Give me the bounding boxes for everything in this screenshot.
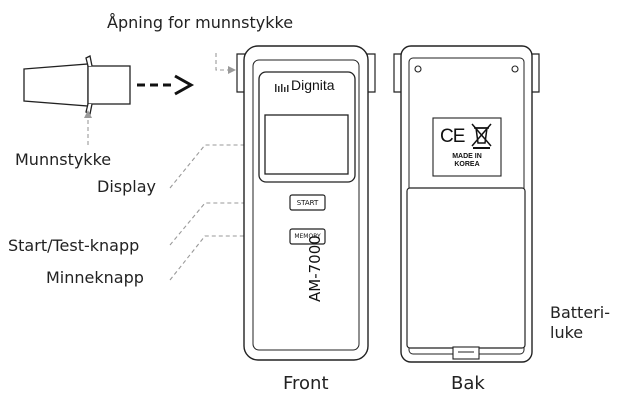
memory-button: MEMORY <box>294 233 321 240</box>
label-back: Bak <box>451 373 485 394</box>
ce-mark: CE <box>440 126 465 147</box>
brand-logo: Dignita <box>291 77 335 93</box>
weee-bin-icon <box>471 123 492 149</box>
label-front: Front <box>283 373 329 394</box>
label-battery-1: Batteri- <box>550 303 610 322</box>
back-device <box>393 45 540 363</box>
model-label: AM-7000 <box>306 235 324 302</box>
label-start-test: Start/Test-knapp <box>8 236 140 255</box>
label-battery-2: luke <box>550 323 584 342</box>
made-in-line2: KOREA <box>454 161 480 168</box>
made-in-label: MADE IN KOREA <box>433 153 501 169</box>
mouthpiece <box>23 55 131 115</box>
label-memory-button: Minneknapp <box>46 268 144 287</box>
front-device <box>236 45 376 361</box>
dignita-logo-icon <box>275 84 289 92</box>
label-display: Display <box>97 177 156 196</box>
insert-arrow <box>137 74 195 96</box>
label-mouthpiece: Munnstykke <box>15 150 112 169</box>
made-in-line1: MADE IN <box>452 153 482 160</box>
start-button: START <box>296 199 319 207</box>
label-opening: Åpning for munnstykke <box>107 13 294 32</box>
